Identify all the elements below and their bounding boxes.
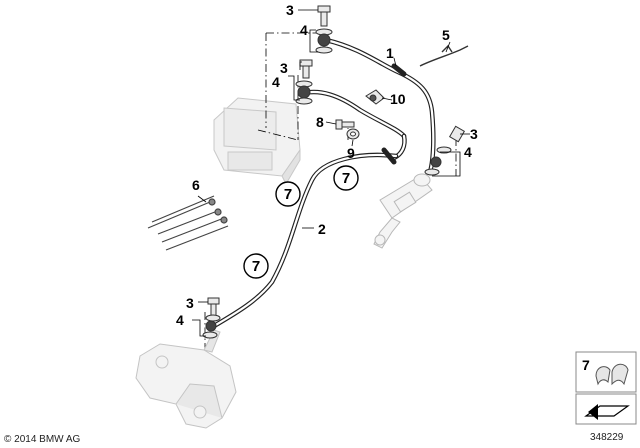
master-cylinder: [373, 173, 433, 249]
circled-callout-7-c-label: 7: [252, 258, 260, 275]
bolt-bottom: [207, 297, 220, 317]
clip: [365, 89, 385, 105]
circled-callout-7-a-label: 7: [284, 186, 292, 203]
brake-hose-1: [297, 37, 436, 175]
fittings: [202, 5, 466, 339]
callout-washer-top: 4: [300, 22, 308, 38]
washer-mid: [295, 80, 313, 105]
callout-washer-mid: 4: [272, 74, 280, 90]
cable-ties: [147, 195, 229, 251]
callout-bolt-bottom: 3: [186, 295, 194, 311]
washer-bottom: [202, 314, 221, 339]
callout-clamp: 5: [442, 27, 450, 43]
circled-callout-7-a: 7: [275, 181, 301, 207]
bolt-small: [335, 119, 355, 130]
callout-bolt-small: 8: [316, 114, 324, 130]
grommet: [346, 128, 360, 140]
washer-top: [315, 28, 333, 54]
rear-brake-caliper: [135, 329, 237, 429]
callout-bolt-top: 3: [286, 2, 294, 18]
bolt-mid: [299, 59, 313, 79]
arrow-icon: [584, 404, 630, 420]
callout-clip: 10: [390, 91, 406, 107]
bolt-top: [317, 5, 331, 27]
callout-labels: 1 2 3 4 3 4 3 4 3 4 5 6 8 9 10: [176, 2, 478, 328]
circled-callouts: 7 7 7: [243, 165, 359, 279]
callout-hose-rear: 2: [318, 221, 326, 237]
circled-callout-7-b-label: 7: [342, 170, 350, 187]
abs-pressure-modulator: [213, 97, 301, 186]
brake-hose-2: [211, 147, 399, 329]
circled-callout-7-c: 7: [243, 253, 269, 279]
callout-cable-ties: 6: [192, 177, 200, 193]
washer-right: [424, 146, 452, 176]
bolt-right: [448, 125, 466, 143]
copyright-text: © 2014 BMW AG: [4, 434, 81, 445]
callout-bolt-mid: 3: [280, 60, 288, 76]
inset-box: 7: [575, 351, 637, 425]
circled-callout-7-b: 7: [333, 165, 359, 191]
callout-grommet: 9: [347, 145, 355, 161]
diagram-number: 348229: [590, 432, 624, 443]
rubber-sleeves-icon: [595, 363, 629, 386]
callout-washer-bottom: 4: [176, 312, 184, 328]
leader-lines: [192, 9, 470, 337]
callout-hose-front: 1: [386, 45, 394, 61]
inset-label: 7: [582, 357, 590, 373]
callout-washer-right: 4: [464, 144, 472, 160]
hose-clamp: [419, 44, 469, 67]
callout-bolt-right: 3: [470, 126, 478, 142]
